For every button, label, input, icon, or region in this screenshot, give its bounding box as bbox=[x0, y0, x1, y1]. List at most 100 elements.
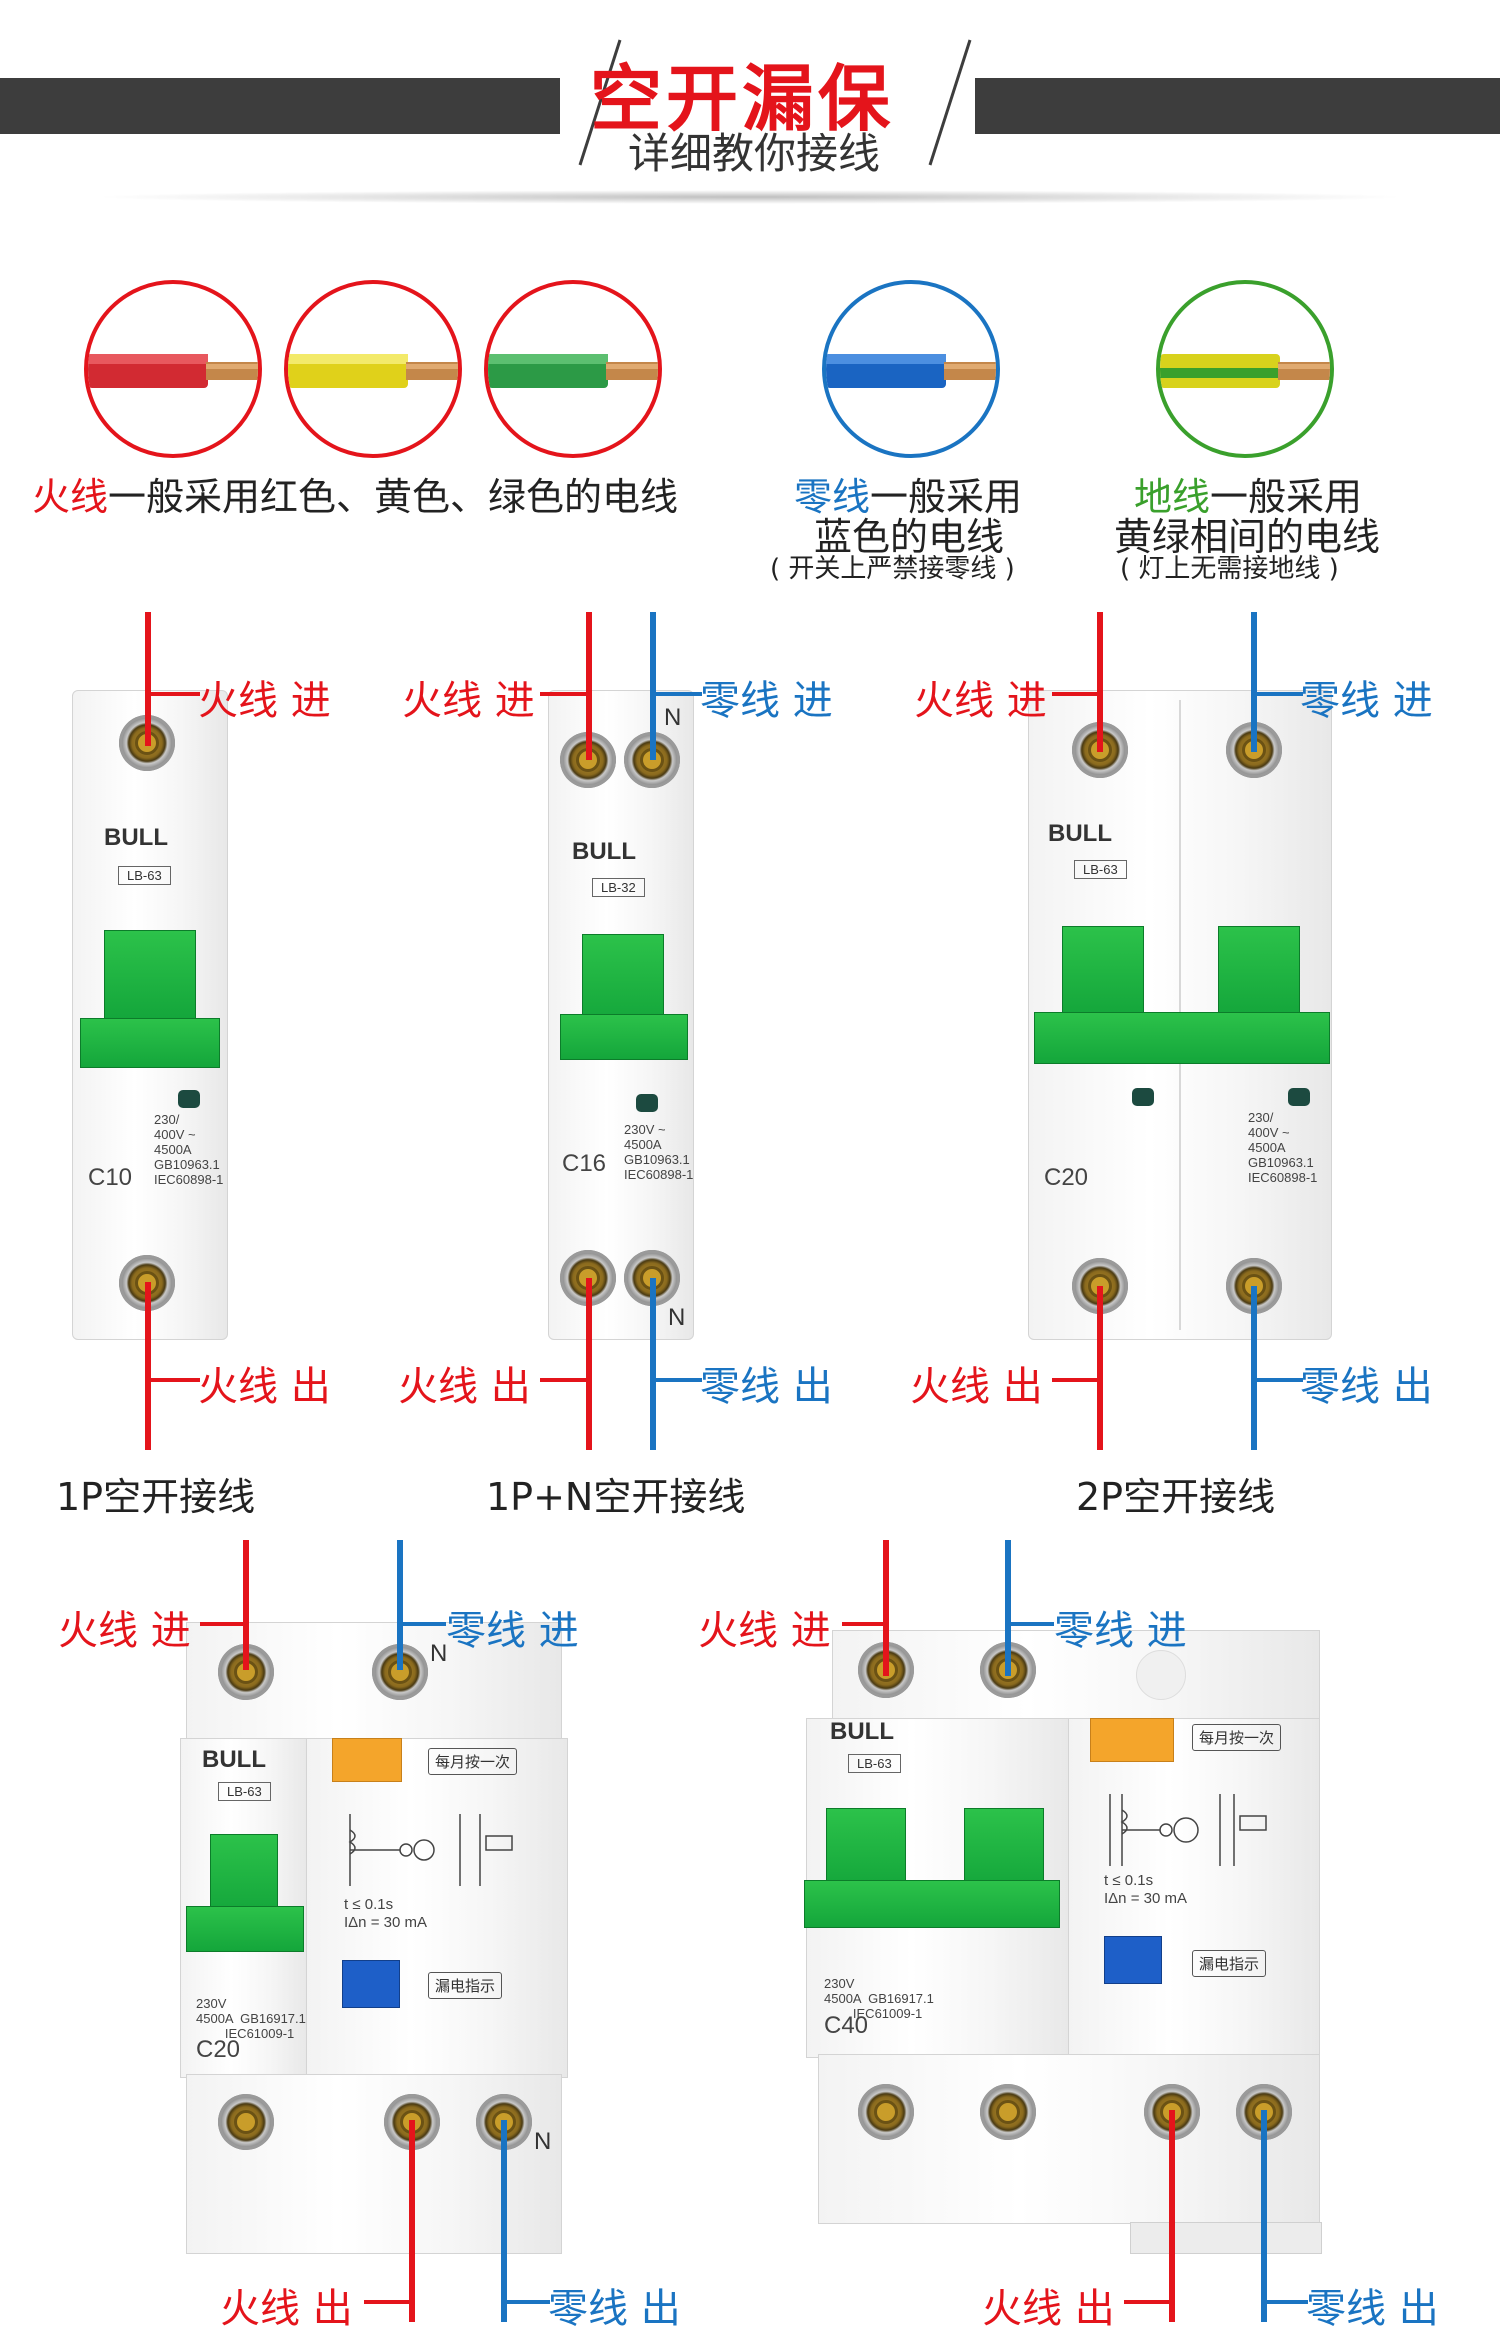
red-wire-image bbox=[84, 280, 262, 458]
breaker-2p-spec: 230/ 400V ~ 4500A GB10963.1 IEC60898-1 bbox=[1248, 1110, 1318, 1185]
earth-wire-description: 地线一般采用 bbox=[1134, 466, 1362, 521]
page-subtitle: 详细教你接线 bbox=[628, 129, 881, 178]
header-bar-right bbox=[975, 78, 1500, 134]
header-shadow bbox=[90, 190, 1410, 204]
breaker-1pn-neutral-out-label: 零线 出 bbox=[700, 1364, 833, 1410]
yellow-wire-image bbox=[284, 280, 462, 458]
rcbo-2p-bottom-block bbox=[818, 2054, 1320, 2224]
breaker-2p-model: LB-63 bbox=[1074, 860, 1127, 879]
rcbo-2p-live-out-label: 火线 出 bbox=[982, 2286, 1115, 2332]
breaker-1p-model: LB-63 bbox=[118, 866, 171, 885]
rcbo-2p-screw-bottom-1 bbox=[858, 2084, 914, 2140]
breaker-1p-lever-base bbox=[80, 1018, 220, 1068]
rcbo-1pn-live-in-label: 火线 进 bbox=[58, 1608, 191, 1654]
breaker-1p-caption: 1P空开接线 bbox=[56, 1475, 256, 1519]
rcbo-2p-right-module bbox=[1068, 1718, 1320, 2058]
breaker-1pn-live-in-tick bbox=[540, 692, 588, 696]
earth-wire-text1: 一般采用 bbox=[1210, 475, 1363, 519]
rcbo-1pn-leak-tag: 漏电指示 bbox=[428, 1972, 503, 1999]
breaker-1pn-neutral-out-wire bbox=[650, 1278, 656, 1450]
breaker-2p-indicator-right bbox=[1288, 1088, 1310, 1106]
breaker-2p-caption: 2P空开接线 bbox=[1076, 1475, 1276, 1519]
neutral-wire-keyword: 零线 bbox=[794, 475, 871, 519]
rcbo-2p-neutral-in-wire bbox=[1005, 1540, 1011, 1676]
breaker-1p-live-in-wire bbox=[145, 612, 151, 746]
rcbo-1pn-model: LB-63 bbox=[218, 1782, 271, 1801]
breaker-2p-brand: BULL bbox=[1048, 820, 1112, 847]
rcbo-2p-spec: 230V 4500A GB16917.1 IEC61009-1 bbox=[824, 1976, 934, 2021]
rcbo-2p-rail-slot bbox=[1130, 2222, 1322, 2254]
breaker-1pn-lever-base bbox=[560, 1014, 688, 1060]
rcbo-2p-terminal-block bbox=[832, 1630, 1320, 1730]
breaker-1p-live-out-tick bbox=[148, 1378, 200, 1382]
breaker-2p-live-in-tick bbox=[1052, 692, 1100, 696]
rcbo-2p-leak-tag: 漏电指示 bbox=[1192, 1950, 1267, 1977]
breaker-1p-indicator bbox=[178, 1090, 200, 1108]
breaker-1pn-neutral-in-tick bbox=[654, 692, 702, 696]
breaker-1p-live-in-label: 火线 进 bbox=[198, 678, 331, 724]
green-wire-image bbox=[484, 280, 662, 458]
breaker-1pn-caption: 1P+N空开接线 bbox=[486, 1475, 746, 1519]
breaker-1pn-neutral-in-label: 零线 进 bbox=[700, 678, 833, 724]
breaker-1pn-neutral-in-wire bbox=[650, 612, 656, 760]
rcbo-1pn-n-mark-top: N bbox=[430, 1640, 448, 1667]
blue-wire-image bbox=[822, 280, 1000, 458]
rcbo-1pn-neutral-in-wire bbox=[397, 1540, 403, 1670]
rcbo-2p-lever-right[interactable] bbox=[964, 1808, 1044, 1888]
breaker-1pn-lever[interactable] bbox=[582, 934, 664, 1024]
rcbo-1pn-neutral-in-tick bbox=[400, 1622, 446, 1626]
live-wire-text: 一般采用红色、黄色、绿色的电线 bbox=[108, 475, 679, 519]
page-title: 空开漏保 bbox=[590, 57, 895, 141]
rcbo-2p-screw-neutral-top bbox=[980, 1642, 1036, 1698]
rcbo-1pn-trip-spec: t ≤ 0.1s IΔn = 30 mA bbox=[344, 1896, 427, 1931]
rcbo-1pn-live-out-tick bbox=[364, 2300, 410, 2304]
breaker-2p-lever-left[interactable] bbox=[1062, 926, 1144, 1016]
neutral-wire-text1: 一般采用 bbox=[870, 475, 1023, 519]
rcbo-2p-live-in-tick bbox=[842, 1622, 884, 1626]
rcbo-1pn-neutral-out-label: 零线 出 bbox=[548, 2286, 681, 2332]
rcbo-2p-neutral-out-label: 零线 出 bbox=[1306, 2286, 1439, 2332]
breaker-1pn-n-mark-top: N bbox=[664, 704, 682, 731]
breaker-2p-neutral-in-wire bbox=[1251, 612, 1257, 752]
header-bar-left bbox=[0, 78, 560, 134]
breaker-1pn-live-in-wire bbox=[586, 612, 592, 760]
breaker-1p-spec: 230/ 400V ~ 4500A GB10963.1 IEC60898-1 bbox=[154, 1112, 224, 1187]
breaker-1pn-live-out-tick bbox=[540, 1378, 588, 1382]
breaker-2p-indicator-left bbox=[1132, 1088, 1154, 1106]
rcbo-2p-lever-bar bbox=[804, 1880, 1060, 1928]
rcbo-2p-lever-left[interactable] bbox=[826, 1808, 906, 1888]
rcbo-2p-circuit-diagram bbox=[1109, 1794, 1267, 1866]
breaker-2p-neutral-out-wire bbox=[1251, 1286, 1257, 1450]
rcbo-1pn-lever[interactable] bbox=[210, 1834, 278, 1914]
rcbo-1pn-neutral-out-wire bbox=[501, 2120, 507, 2322]
rcbo-1pn-neutral-out-tick bbox=[504, 2300, 550, 2304]
breaker-2p-live-in-label: 火线 进 bbox=[914, 678, 1047, 724]
neutral-wire-line2: 蓝色的电线 bbox=[814, 515, 1005, 559]
rcbo-2p-test-button[interactable] bbox=[1090, 1718, 1174, 1762]
rcbo-1pn-rating: C20 bbox=[196, 2036, 241, 2063]
breaker-2p-lever-bar bbox=[1034, 1012, 1330, 1064]
breaker-1pn-brand: BULL bbox=[572, 838, 636, 865]
live-wire-description: 火线一般采用红色、黄色、绿色的电线 bbox=[32, 466, 678, 521]
breaker-1pn-indicator bbox=[636, 1094, 658, 1112]
breaker-2p-live-out-label: 火线 出 bbox=[910, 1364, 1043, 1410]
breaker-2p-neutral-out-label: 零线 出 bbox=[1300, 1364, 1433, 1410]
breaker-2p-lever-right[interactable] bbox=[1218, 926, 1300, 1016]
breaker-2p-neutral-in-label: 零线 进 bbox=[1300, 678, 1433, 724]
rcbo-1pn-right-module bbox=[306, 1738, 568, 2078]
breaker-1p-rating: C10 bbox=[88, 1164, 133, 1191]
rcbo-2p-rating: C40 bbox=[824, 2012, 869, 2039]
rcbo-1pn-lever-base bbox=[186, 1906, 304, 1952]
rcbo-2p-top-hole bbox=[1136, 1650, 1186, 1700]
breaker-2p-live-out-wire bbox=[1097, 1286, 1103, 1450]
rcbo-1pn-test-button[interactable] bbox=[332, 1738, 402, 1782]
breaker-1pn-rating: C16 bbox=[562, 1150, 607, 1177]
breaker-2p-live-out-tick bbox=[1052, 1378, 1100, 1382]
earth-wire-keyword: 地线 bbox=[1134, 475, 1211, 519]
rcbo-2p-test-tag: 每月按一次 bbox=[1192, 1724, 1282, 1751]
rcbo-2p-live-in-label: 火线 进 bbox=[698, 1608, 831, 1654]
breaker-1pn-neutral-out-tick bbox=[654, 1378, 702, 1382]
breaker-1p-lever[interactable] bbox=[104, 930, 196, 1020]
rcbo-1pn-spec: 230V 4500A GB16917.1 IEC61009-1 bbox=[196, 1996, 306, 2041]
rcbo-2p-neutral-out-wire bbox=[1261, 2110, 1267, 2322]
